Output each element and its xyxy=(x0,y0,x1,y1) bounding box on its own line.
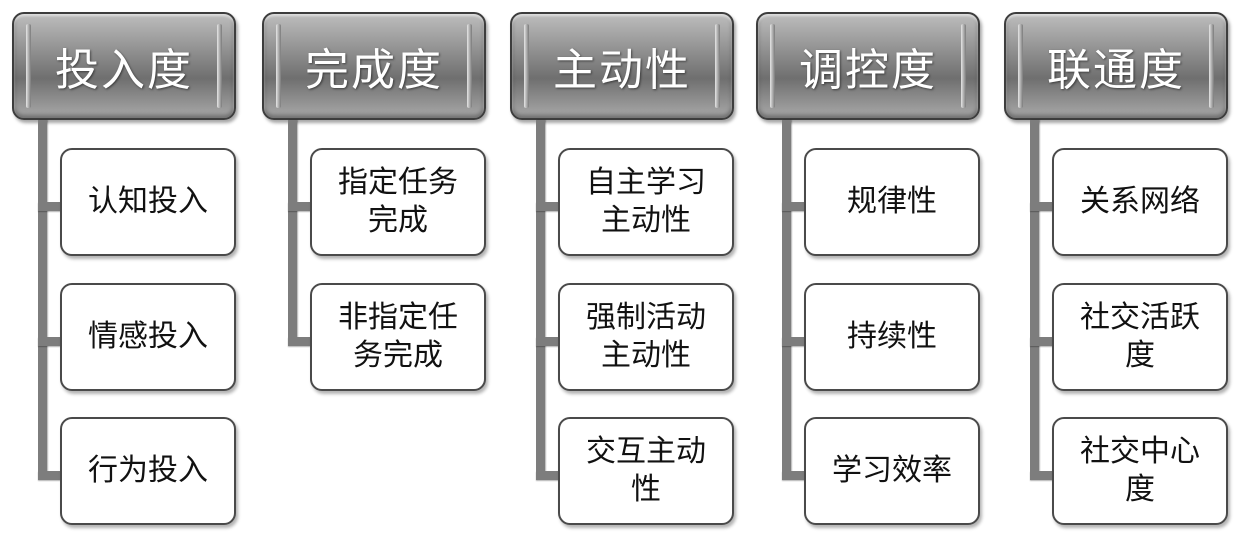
category-column-regulation: 调控度 规律性 持续性 学习效率 xyxy=(756,12,992,542)
category-column-completion: 完成度 指定任务完成 非指定任务完成 xyxy=(262,12,498,542)
connector-horizontal xyxy=(288,202,312,211)
connector-vertical xyxy=(782,120,791,475)
category-title: 联通度 xyxy=(1047,45,1185,96)
indicator-box: 情感投入 xyxy=(60,283,236,391)
indicator-box: 社交中心度 xyxy=(1052,417,1228,525)
connector-horizontal xyxy=(536,471,560,480)
indicator-box: 持续性 xyxy=(804,283,980,391)
indicator-box: 关系网络 xyxy=(1052,148,1228,256)
connector-horizontal xyxy=(1030,337,1054,346)
indicator-box: 社交活跃度 xyxy=(1052,283,1228,391)
category-column-connectivity: 联通度 关系网络 社交活跃度 社交中心度 xyxy=(1004,12,1240,542)
connector-horizontal xyxy=(1030,471,1054,480)
connector-horizontal xyxy=(536,202,560,211)
category-title: 调控度 xyxy=(799,45,937,96)
indicator-box: 规律性 xyxy=(804,148,980,256)
connector-vertical xyxy=(1030,120,1039,475)
indicator-box: 学习效率 xyxy=(804,417,980,525)
connector-horizontal xyxy=(288,337,312,346)
indicator-box: 行为投入 xyxy=(60,417,236,525)
indicator-box: 强制活动主动性 xyxy=(558,283,734,391)
category-column-initiative: 主动性 自主学习主动性 强制活动主动性 交互主动性 xyxy=(510,12,746,542)
category-header: 投入度 xyxy=(12,12,236,120)
indicator-box: 自主学习主动性 xyxy=(558,148,734,256)
category-header: 调控度 xyxy=(756,12,980,120)
indicator-box: 认知投入 xyxy=(60,148,236,256)
connector-horizontal xyxy=(1030,202,1054,211)
connector-horizontal xyxy=(536,337,560,346)
indicator-box: 交互主动性 xyxy=(558,417,734,525)
connector-horizontal xyxy=(38,471,62,480)
indicator-box: 非指定任务完成 xyxy=(310,283,486,391)
connector-horizontal xyxy=(782,471,806,480)
category-header: 联通度 xyxy=(1004,12,1228,120)
category-title: 完成度 xyxy=(305,45,443,96)
category-title: 投入度 xyxy=(55,45,193,96)
connector-vertical xyxy=(536,120,545,475)
connector-vertical xyxy=(288,120,297,341)
indicator-box: 指定任务完成 xyxy=(310,148,486,256)
category-title: 主动性 xyxy=(553,45,691,96)
connector-horizontal xyxy=(38,337,62,346)
connector-horizontal xyxy=(782,202,806,211)
category-header: 完成度 xyxy=(262,12,486,120)
connector-vertical xyxy=(38,120,47,475)
connector-horizontal xyxy=(782,337,806,346)
connector-horizontal xyxy=(38,202,62,211)
category-header: 主动性 xyxy=(510,12,734,120)
category-column-engagement: 投入度 认知投入 情感投入 行为投入 xyxy=(12,12,248,542)
